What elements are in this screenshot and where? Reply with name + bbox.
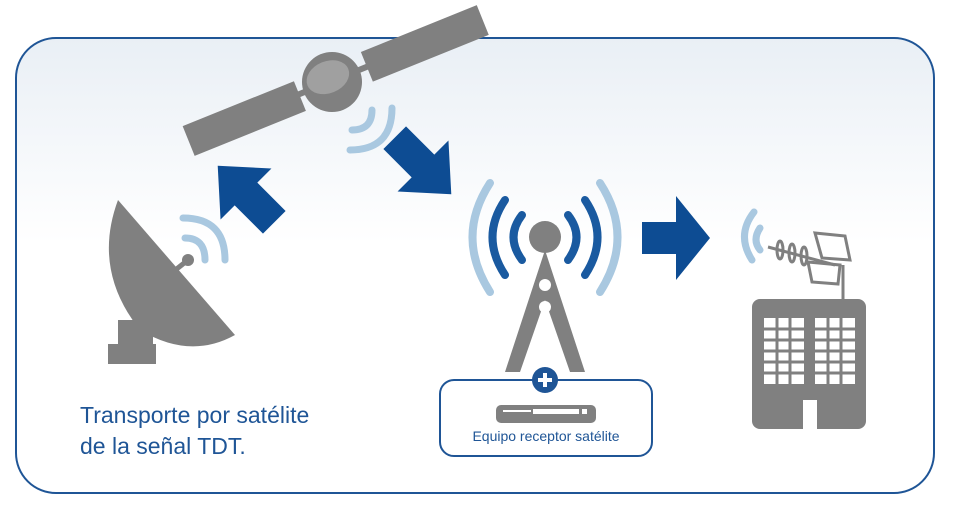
downlink-arrow-icon [383, 126, 452, 195]
plus-icon [532, 367, 558, 393]
satellite-icon [182, 5, 489, 156]
building-icon [752, 299, 866, 429]
tv-antenna-icon [767, 231, 852, 300]
caption-line-1: Transporte por satélite [80, 402, 310, 428]
satellite-dish-icon [108, 200, 235, 364]
caption-line-2: de la señal TDT. [80, 433, 246, 459]
dish-signal-icon [179, 214, 229, 264]
caption: Transporte por satélite de la señal TDT. [80, 400, 309, 462]
satellite-signal-icon [346, 104, 396, 154]
broadcast-arrow-icon [642, 196, 710, 280]
antenna-signal-icon [741, 208, 764, 264]
set-top-box-icon [496, 405, 596, 423]
uplink-arrow-icon [217, 165, 286, 234]
transmission-tower-icon [468, 179, 622, 372]
receiver-label: Equipo receptor satélite [472, 428, 620, 444]
